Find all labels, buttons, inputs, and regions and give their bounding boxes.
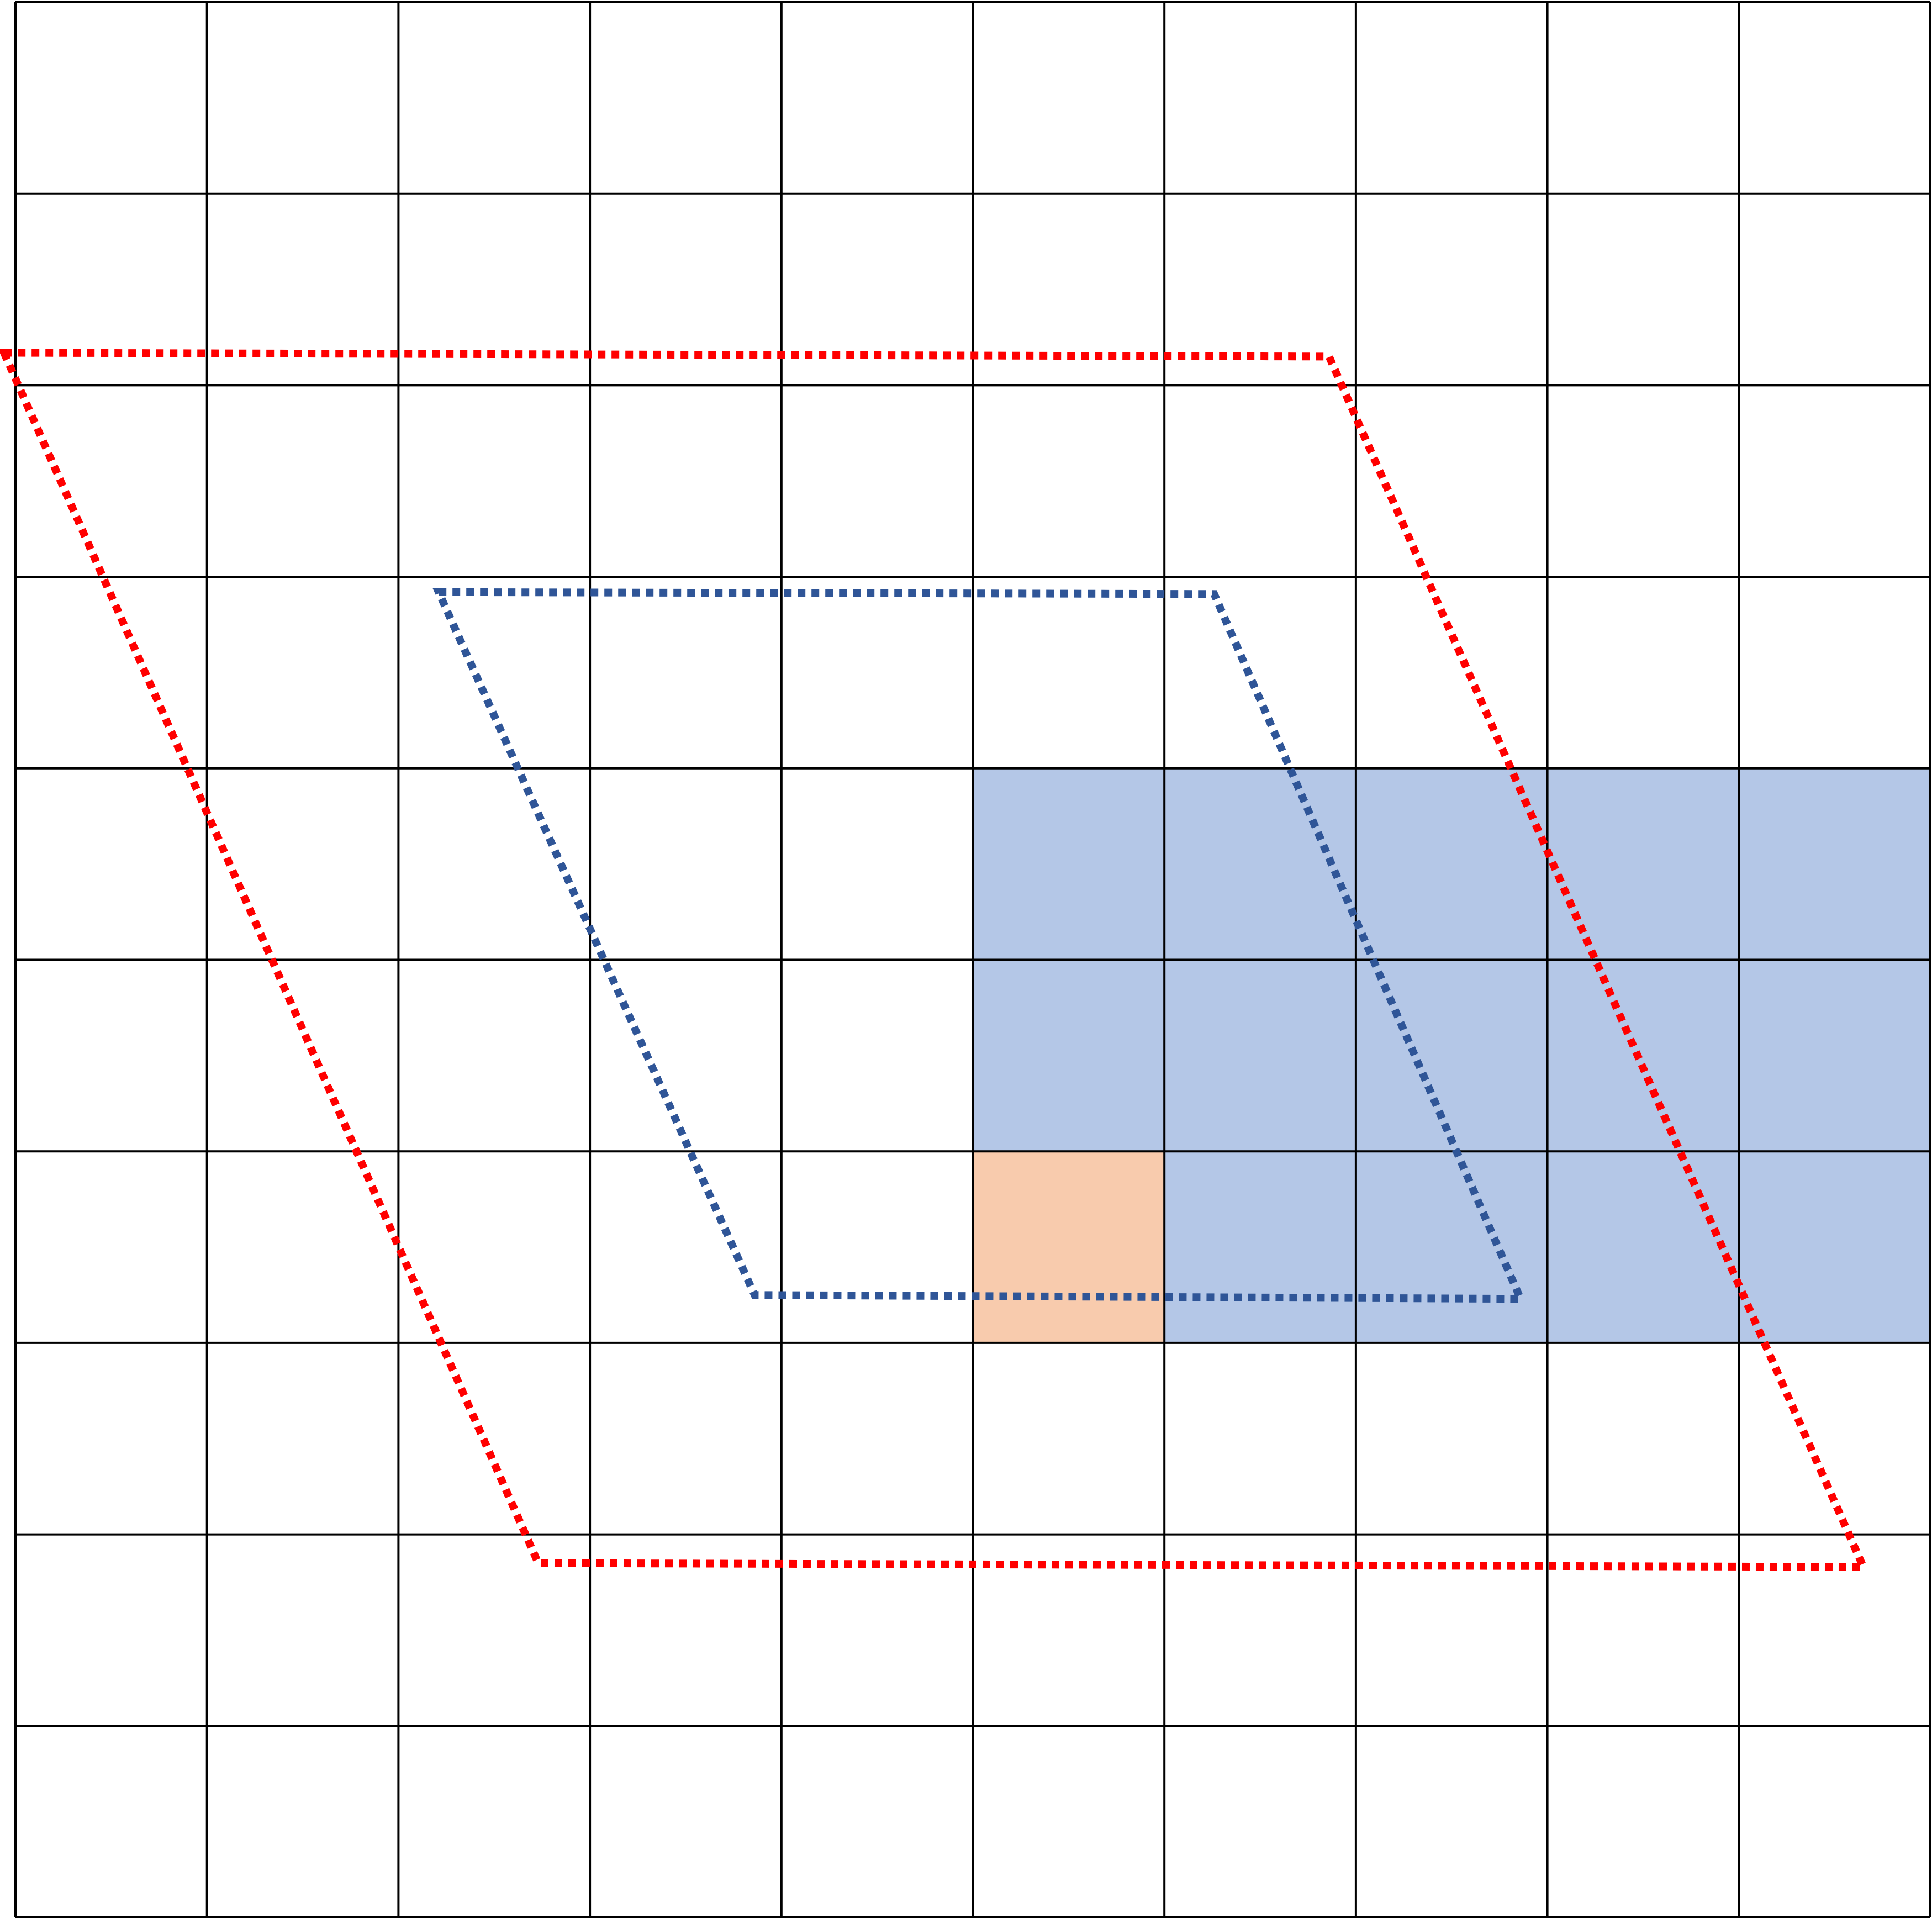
orange-cell: [973, 1151, 1165, 1343]
grid-lines: [14, 1, 1931, 1918]
blue-parallelogram: [432, 588, 1527, 1303]
dotted-parallelograms: [0, 349, 1870, 1571]
highlight-regions: [973, 768, 1930, 1343]
